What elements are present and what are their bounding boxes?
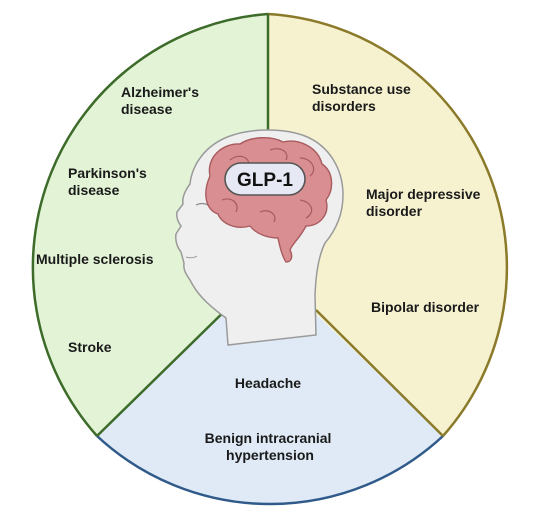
label-alzheimers-line1: Alzheimer's (121, 84, 199, 100)
segment-psychiatric (268, 14, 507, 436)
label-bipolar: Bipolar disorder (371, 299, 480, 315)
label-benign-ih: Benign intracranial hypertension (205, 430, 336, 463)
label-parkinsons: Parkinson's disease (68, 165, 151, 198)
label-benign-ih-line1: Benign intracranial (205, 430, 332, 446)
segment-neurodegenerative (32, 14, 269, 436)
label-headache: Headache (235, 375, 301, 391)
label-alzheimers-line2: disease (121, 101, 173, 117)
label-alzheimers: Alzheimer's disease (121, 84, 203, 117)
arc-headache (96, 435, 444, 506)
label-substance-use: Substance use disorders (312, 81, 415, 114)
label-major-depressive-line2: disorder (366, 203, 423, 219)
label-multiple-sclerosis: Multiple sclerosis (36, 251, 154, 267)
arc-neurodegenerative (31, 12, 269, 437)
segment-headache (97, 268, 443, 505)
glp1-label: GLP-1 (237, 170, 293, 191)
divider-right (315, 309, 444, 437)
label-parkinsons-line2: disease (68, 182, 120, 198)
label-benign-ih-line2: hypertension (226, 447, 314, 463)
label-major-depressive-line1: Major depressive (366, 186, 481, 202)
label-stroke: Stroke (68, 339, 112, 355)
label-substance-use-line1: Substance use (312, 81, 411, 97)
label-substance-use-line2: disorders (312, 98, 376, 114)
divider-left (96, 295, 241, 437)
glp1-badge (224, 162, 306, 196)
label-parkinsons-line1: Parkinson's (68, 165, 147, 181)
label-major-depressive: Major depressive disorder (366, 186, 484, 219)
arc-psychiatric (267, 12, 509, 437)
